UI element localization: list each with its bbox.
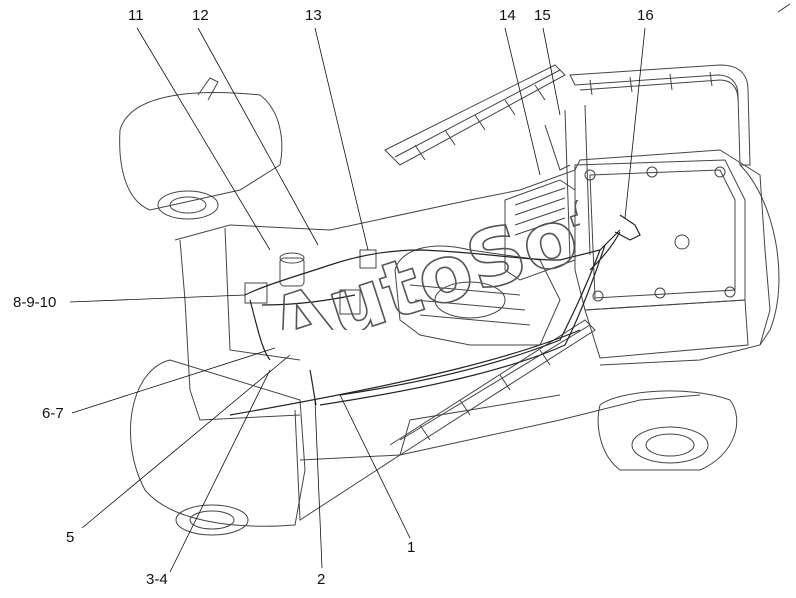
callout-8-9-10: 8-9-10 xyxy=(13,294,57,311)
leader-6-7 xyxy=(71,347,276,414)
leader-11 xyxy=(136,27,271,251)
leader-16 xyxy=(624,27,646,219)
leader-5 xyxy=(81,354,291,529)
callout-5: 5 xyxy=(66,529,75,546)
engine xyxy=(394,245,561,346)
wiring-harness xyxy=(229,214,641,416)
counterweight xyxy=(129,359,306,527)
leader-14 xyxy=(504,27,541,176)
leader-lines xyxy=(69,27,646,573)
watermark: AutoSoft xyxy=(259,200,580,330)
front-wheel xyxy=(631,426,709,464)
callout-1: 1 xyxy=(407,539,416,556)
side-floor xyxy=(294,394,701,521)
leader-15 xyxy=(542,27,561,116)
mirror xyxy=(197,77,219,101)
leader-12 xyxy=(197,27,319,246)
overhead-guard-right xyxy=(569,64,751,166)
leader-1 xyxy=(339,394,411,539)
watermark-text: AutoSoft xyxy=(260,200,580,330)
callout-16: 16 xyxy=(637,7,654,24)
relay-box xyxy=(244,282,268,304)
callout-13: 13 xyxy=(305,7,322,24)
callout-6-7: 6-7 xyxy=(42,405,64,422)
leader-8-9-10 xyxy=(69,294,246,303)
overhead-guard-left xyxy=(384,64,566,166)
leader-3-4 xyxy=(169,369,271,573)
leader-2 xyxy=(314,399,323,569)
rear-wheel-lower xyxy=(175,504,249,536)
callout-11: 11 xyxy=(128,7,144,24)
leader-13 xyxy=(314,27,369,251)
callout-15: 15 xyxy=(534,7,551,24)
front-fender xyxy=(597,390,738,471)
radiator xyxy=(504,179,576,281)
callout-14: 14 xyxy=(499,7,516,24)
callout-12: 12 xyxy=(192,7,209,24)
corner-arrow-icon xyxy=(777,3,791,13)
chassis-top xyxy=(174,149,771,366)
callout-2: 2 xyxy=(317,571,326,588)
callout-3-4: 3-4 xyxy=(146,571,168,588)
rear-fender-upper xyxy=(119,92,283,211)
rear-wheel-upper xyxy=(157,190,219,220)
